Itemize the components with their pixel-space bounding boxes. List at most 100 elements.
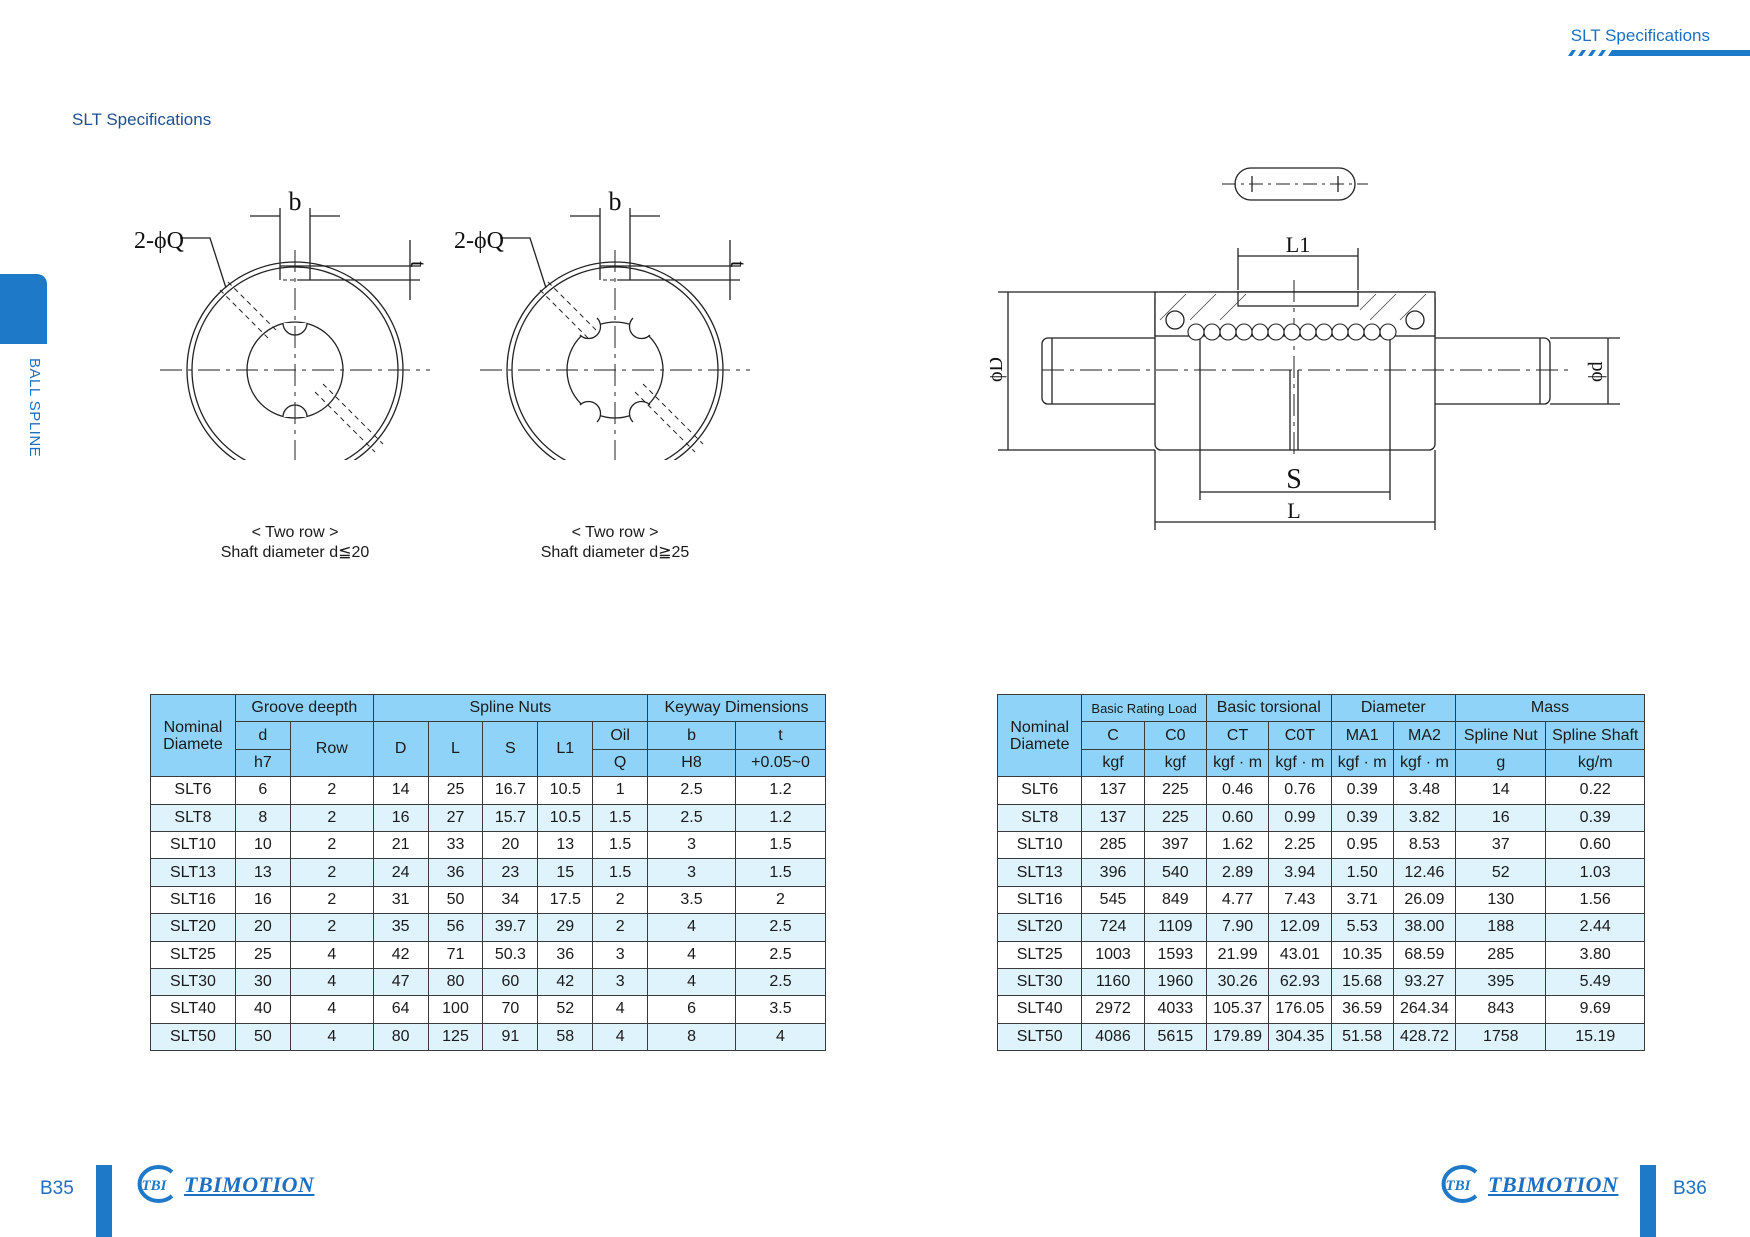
- value-cell: 42: [537, 967, 594, 997]
- value-cell: 2.25: [1268, 830, 1332, 860]
- model-cell: SLT40: [150, 995, 236, 1024]
- logo-badge-text: TBI: [141, 1178, 167, 1194]
- value-cell: 1160: [1081, 967, 1145, 997]
- value-cell: 14: [372, 776, 429, 805]
- dim-t-right: t: [726, 261, 751, 267]
- value-cell: 395: [1455, 967, 1547, 997]
- value-cell: 58: [537, 1022, 594, 1052]
- header-mass: Mass: [1455, 693, 1645, 723]
- caption-line2: Shaft diameter d≧25: [540, 544, 690, 561]
- value-cell: 13: [234, 858, 291, 887]
- cross-section-diagrams: b 2-ϕQ t b 2-ϕQ t: [134, 187, 751, 460]
- dimension-table: Nominal Diamete Groove deepth Spline Nut…: [150, 693, 827, 1052]
- value-cell: 4033: [1143, 995, 1207, 1024]
- value-cell: 10.35: [1330, 940, 1394, 969]
- header-spline-nut: Spline Nut: [1455, 721, 1547, 750]
- value-cell: 8: [234, 803, 291, 832]
- value-cell: 6: [647, 995, 736, 1024]
- value-cell: 1.5: [592, 803, 649, 832]
- value-cell: 10: [234, 830, 291, 860]
- header-rating-load: Basic Rating Load: [1081, 693, 1207, 723]
- model-cell: SLT50: [996, 1022, 1083, 1052]
- side-tab: [0, 274, 47, 344]
- value-cell: 3.94: [1268, 858, 1332, 887]
- value-cell: 16: [372, 803, 429, 832]
- value-cell: 4: [289, 967, 374, 997]
- value-cell: 0.76: [1268, 776, 1332, 805]
- value-cell: 30: [234, 967, 291, 997]
- value-cell: 1003: [1081, 940, 1145, 969]
- value-cell: 14: [1455, 776, 1547, 805]
- value-cell: 43.01: [1268, 940, 1332, 969]
- value-cell: 16: [1455, 803, 1547, 832]
- header-diameter: Diameter: [1330, 693, 1457, 723]
- value-cell: 4: [647, 967, 736, 997]
- value-cell: 0.22: [1545, 776, 1645, 805]
- header-h7: h7: [234, 748, 291, 778]
- model-cell: SLT16: [996, 885, 1083, 915]
- value-cell: 3.48: [1392, 776, 1457, 805]
- value-cell: 0.60: [1545, 830, 1645, 860]
- logo-wordmark: TBIMOTION: [1488, 1172, 1619, 1197]
- value-cell: 70: [482, 995, 539, 1024]
- value-cell: 20: [482, 830, 539, 860]
- model-cell: SLT40: [996, 995, 1083, 1024]
- value-cell: 5.49: [1545, 967, 1645, 997]
- value-cell: 31: [372, 885, 429, 915]
- page-number-left: B35: [40, 1178, 74, 1199]
- value-cell: 285: [1081, 830, 1145, 860]
- model-cell: SLT13: [996, 858, 1083, 887]
- value-cell: 3: [647, 858, 736, 887]
- brand-logo-right: TBI TBIMOTION: [1436, 1164, 1636, 1208]
- value-cell: 10.5: [537, 803, 594, 832]
- value-cell: 4: [647, 940, 736, 969]
- value-cell: 1.2: [734, 776, 827, 805]
- model-cell: SLT6: [150, 776, 236, 805]
- value-cell: 34: [482, 885, 539, 915]
- value-cell: 4: [289, 940, 374, 969]
- value-cell: 285: [1455, 940, 1547, 969]
- footer-bar-left: [96, 1165, 112, 1237]
- header-nominal: Nominal Diamete: [996, 693, 1083, 778]
- value-cell: 1960: [1143, 967, 1207, 997]
- logo-wordmark: TBIMOTION: [184, 1172, 315, 1197]
- header-tolerance: +0.05~0: [734, 748, 827, 778]
- value-cell: 1.56: [1545, 885, 1645, 915]
- header-groove: Groove deepth: [234, 693, 374, 723]
- model-cell: SLT8: [150, 803, 236, 832]
- value-cell: 4: [592, 995, 649, 1024]
- value-cell: 137: [1081, 776, 1145, 805]
- dim-b-left: b: [289, 187, 302, 216]
- header-q: Q: [592, 748, 649, 778]
- value-cell: 2: [289, 858, 374, 887]
- unit-kgpm: kg/m: [1545, 748, 1645, 778]
- value-cell: 4: [734, 1022, 827, 1052]
- header-ma1: MA1: [1330, 721, 1394, 750]
- value-cell: 1.03: [1545, 858, 1645, 887]
- value-cell: 42: [372, 940, 429, 969]
- value-cell: 137: [1081, 803, 1145, 832]
- unit-kgfm: kgf · m: [1268, 748, 1332, 778]
- header-row: Row: [289, 721, 374, 778]
- value-cell: 33: [427, 830, 484, 860]
- model-cell: SLT6: [996, 776, 1083, 805]
- model-cell: SLT30: [150, 967, 236, 997]
- value-cell: 16.7: [482, 776, 539, 805]
- value-cell: 50: [234, 1022, 291, 1052]
- footer-bar-right: [1640, 1165, 1656, 1237]
- value-cell: 3.82: [1392, 803, 1457, 832]
- value-cell: 15: [537, 858, 594, 887]
- value-cell: 0.99: [1268, 803, 1332, 832]
- header-L: L: [427, 721, 484, 778]
- header-keyway: Keyway Dimensions: [647, 693, 826, 723]
